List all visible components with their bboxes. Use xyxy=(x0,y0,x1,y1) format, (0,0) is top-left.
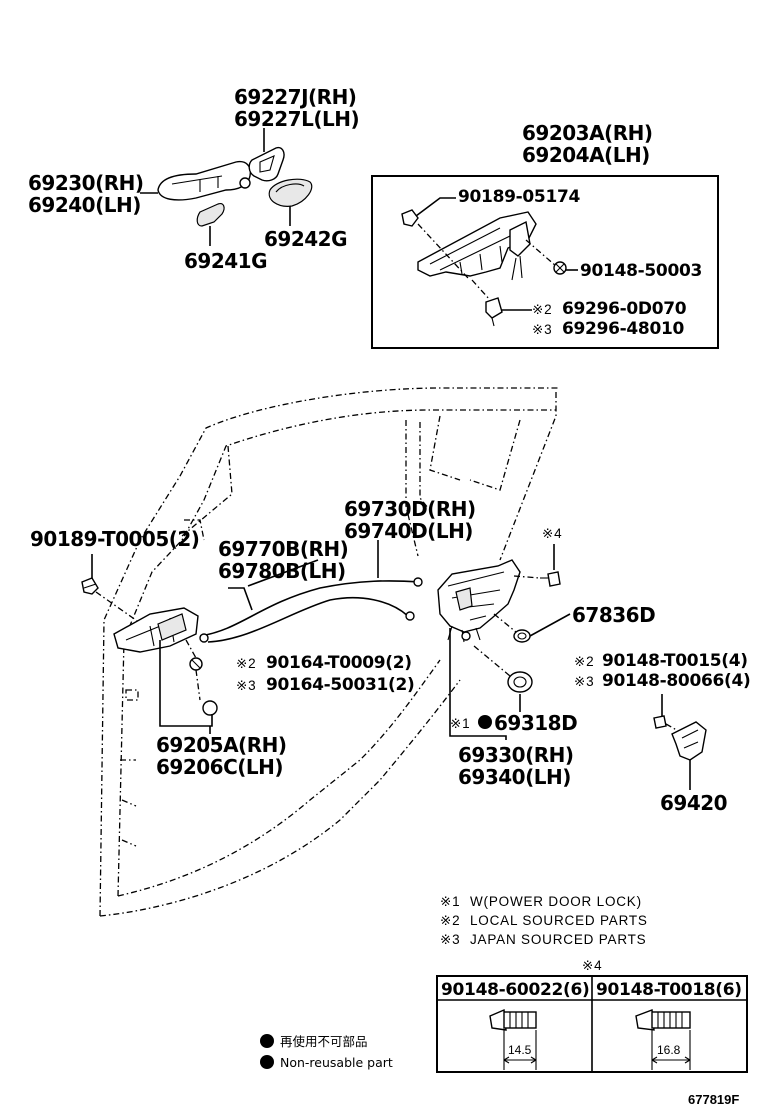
note-1-mark: ※1 xyxy=(440,894,460,909)
clip-90189-t0005-icon xyxy=(81,577,99,595)
label-lock-rh: 69330(RH) xyxy=(458,743,574,767)
label-screw-50003: 90148-50003 xyxy=(580,261,702,281)
label-handle-rh: 69227J(RH) xyxy=(234,85,356,109)
handle-frame-group: 69203A(RH) 69204A(LH) 90189-05174 90148-… xyxy=(371,121,719,349)
label-cable-rh: 69770B(RH) xyxy=(218,537,348,561)
note-1-text: W(POWER DOOR LOCK) xyxy=(470,894,642,909)
outside-handle-group: 69227J(RH) 69227L(LH) 69230(RH) 69240(LH… xyxy=(28,85,360,273)
handle-cap xyxy=(248,146,285,182)
pad-69241g xyxy=(196,203,225,227)
label-screw-05174: 90189-05174 xyxy=(458,187,581,207)
label-cable-lh: 69780B(LH) xyxy=(218,559,346,583)
door-striker xyxy=(671,721,707,761)
note-3-text: JAPAN SOURCED PARTS xyxy=(470,932,646,947)
label-inner-rh: 69205A(RH) xyxy=(156,733,286,757)
label-grommet: 67836D xyxy=(572,603,655,627)
label-lock-lh: 69340(LH) xyxy=(458,765,571,789)
screw-table-col1-header: 90148-60022(6) xyxy=(441,980,590,1000)
label-pad-69242g: 69242G xyxy=(264,227,347,251)
outside-release-cable xyxy=(199,580,421,637)
label-handle-lh: 69227L(LH) xyxy=(234,107,359,131)
note-3-mark: ※3 xyxy=(440,932,460,947)
screw-t0018-length: 16.8 xyxy=(657,1043,681,1057)
mark3-symbol-mid: ※3 xyxy=(236,678,256,693)
mark1-symbol: ※1 xyxy=(450,716,470,731)
legend: 再使用不可部品 Non-reusable part xyxy=(260,1034,393,1070)
label-screw-t0009: 90164-T0009(2) xyxy=(266,653,412,673)
label-cover-rh: 69230(RH) xyxy=(28,171,144,195)
screw-60022-length: 14.5 xyxy=(508,1043,532,1057)
label-lockcable-lh: 69740D(LH) xyxy=(344,519,473,543)
non-reusable-dot-legend-en xyxy=(260,1055,274,1069)
non-reusable-dot-legend-jp xyxy=(260,1034,274,1048)
screw-69296-icon xyxy=(485,297,503,327)
screw-mark4-icon xyxy=(540,571,561,587)
label-striker: 69420 xyxy=(660,791,727,815)
outside-handle-cover xyxy=(157,160,252,201)
handle-frame xyxy=(417,211,537,277)
label-part-0d070: 69296-0D070 xyxy=(562,299,687,319)
screw-t0018-icon xyxy=(635,1009,691,1031)
screw-table: ※4 90148-60022(6) 90148-T0018(6) 14.5 16… xyxy=(436,958,748,1073)
door-lock-assembly xyxy=(437,559,521,633)
door-lock-group: ※4 67836D ※1 69318D 69330(RH) 69340(LH) xyxy=(437,526,656,789)
legend-jp-text: 再使用不可部品 xyxy=(280,1034,368,1049)
striker-group: ※2 90148-T0015(4) ※3 90148-80066(4) 6942… xyxy=(574,651,751,815)
label-seal: 69318D xyxy=(494,711,577,735)
mark3-symbol-striker: ※3 xyxy=(574,674,594,689)
legend-en-text: Non-reusable part xyxy=(280,1055,393,1070)
label-lockcable-rh: 69730D(RH) xyxy=(344,497,476,521)
mark3-symbol: ※3 xyxy=(532,322,552,337)
label-screw-t0005: 90189-T0005(2) xyxy=(30,527,199,551)
grommet-icon xyxy=(513,629,531,643)
mark2-symbol: ※2 xyxy=(532,302,552,317)
note-2-mark: ※2 xyxy=(440,913,460,928)
note-2-text: LOCAL SOURCED PARTS xyxy=(470,913,648,928)
label-cover-lh: 69240(LH) xyxy=(28,193,141,217)
mark2-symbol-mid: ※2 xyxy=(236,656,256,671)
label-frame-lh: 69204A(LH) xyxy=(522,143,650,167)
label-screw-80066: 90148-80066(4) xyxy=(602,671,751,691)
striker-screw-icon xyxy=(653,715,667,729)
label-frame-rh: 69203A(RH) xyxy=(522,121,652,145)
mark2-symbol-striker: ※2 xyxy=(574,654,594,669)
non-reusable-dot-seal xyxy=(478,715,492,729)
screw-cap-icon xyxy=(202,700,218,716)
notes-block: ※1 W(POWER DOOR LOCK) ※2 LOCAL SOURCED P… xyxy=(440,894,648,947)
label-part-48010: 69296-48010 xyxy=(562,319,685,339)
seal-icon xyxy=(507,671,533,693)
label-inner-lh: 69206C(LH) xyxy=(156,755,283,779)
screw-table-mark: ※4 xyxy=(582,958,602,973)
screw-90164-icon xyxy=(189,657,203,671)
pad-69242g xyxy=(268,178,313,207)
door-outline xyxy=(99,387,560,917)
label-pad-69241g: 69241G xyxy=(184,249,267,273)
label-screw-t0015: 90148-T0015(4) xyxy=(602,651,748,671)
screw-table-col2-header: 90148-T0018(6) xyxy=(596,980,742,1000)
mark4-symbol-lock: ※4 xyxy=(542,526,562,541)
screw-90148-50003-icon xyxy=(553,261,567,275)
frame-box xyxy=(371,175,719,349)
inside-handle-group: 90189-T0005(2) 69770B(RH) 69780B(LH) 697… xyxy=(30,497,476,779)
screw-60022-icon xyxy=(489,1008,537,1031)
label-screw-50031: 90164-50031(2) xyxy=(266,675,415,695)
diagram-code: 677819F xyxy=(688,1092,739,1107)
